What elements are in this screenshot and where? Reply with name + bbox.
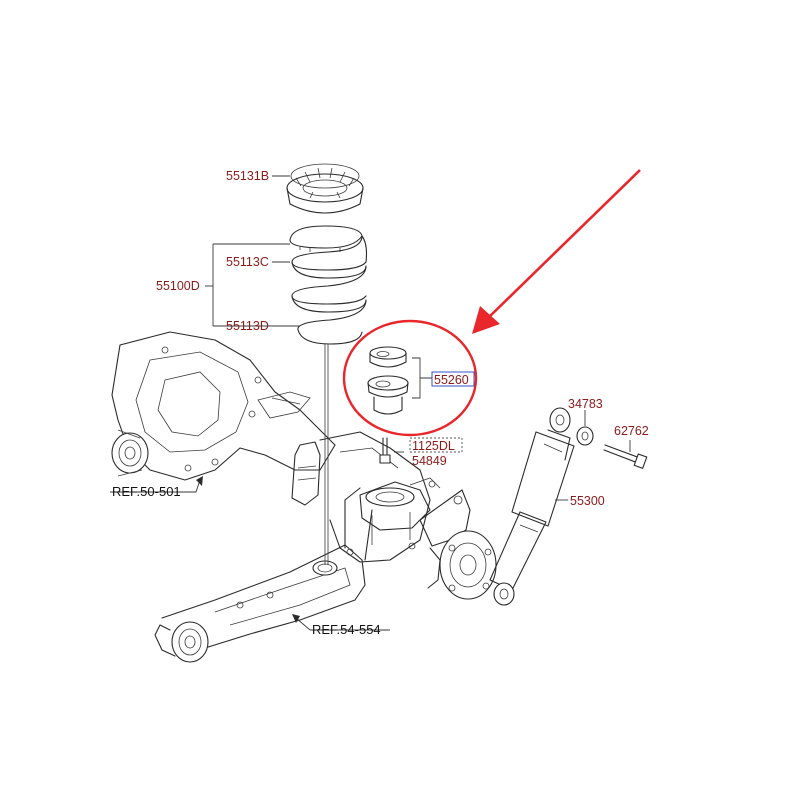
bump-stop-bolt <box>379 437 391 464</box>
label-spring-lower[interactable]: 55113D <box>226 319 269 333</box>
bump-stop-lower <box>367 375 409 415</box>
label-shock-absorber[interactable]: 55300 <box>570 494 605 508</box>
ref-arm-arrow <box>295 617 390 631</box>
label-spring-upper[interactable]: 55113C <box>226 255 269 269</box>
label-washer[interactable]: 34783 <box>568 397 603 411</box>
label-bolt-code[interactable]: 1125DL <box>412 439 455 453</box>
shock-absorber <box>489 407 575 606</box>
lower-arm <box>154 487 373 663</box>
highlight-circle <box>342 319 478 437</box>
spring-seat <box>272 163 364 214</box>
label-ref-axle[interactable]: REF.50-501 <box>112 484 181 499</box>
label-bolt[interactable]: 54849 <box>412 454 447 468</box>
shock-bolt <box>603 440 648 469</box>
bump-stop-bracket <box>412 357 432 399</box>
wheel-hub <box>408 489 497 600</box>
label-ref-arm[interactable]: REF.54-554 <box>312 622 381 637</box>
bump-stop-upper <box>369 346 407 368</box>
label-bump-stop[interactable]: 55260 <box>434 373 469 387</box>
bolt-code-label-box <box>409 437 463 453</box>
coil-spring <box>289 225 368 565</box>
highlight-arrow <box>472 169 641 334</box>
spring-assembly-bracket <box>205 243 300 327</box>
ref-axle-arrow <box>110 479 201 493</box>
washer <box>576 410 594 446</box>
axle-housing <box>111 331 336 506</box>
label-spring-seat[interactable]: 55131B <box>226 169 269 183</box>
label-shock-bolt[interactable]: 62762 <box>614 424 649 438</box>
bump-stop-label-highlight <box>431 371 475 387</box>
label-spring-assy[interactable]: 55100D <box>156 279 200 293</box>
